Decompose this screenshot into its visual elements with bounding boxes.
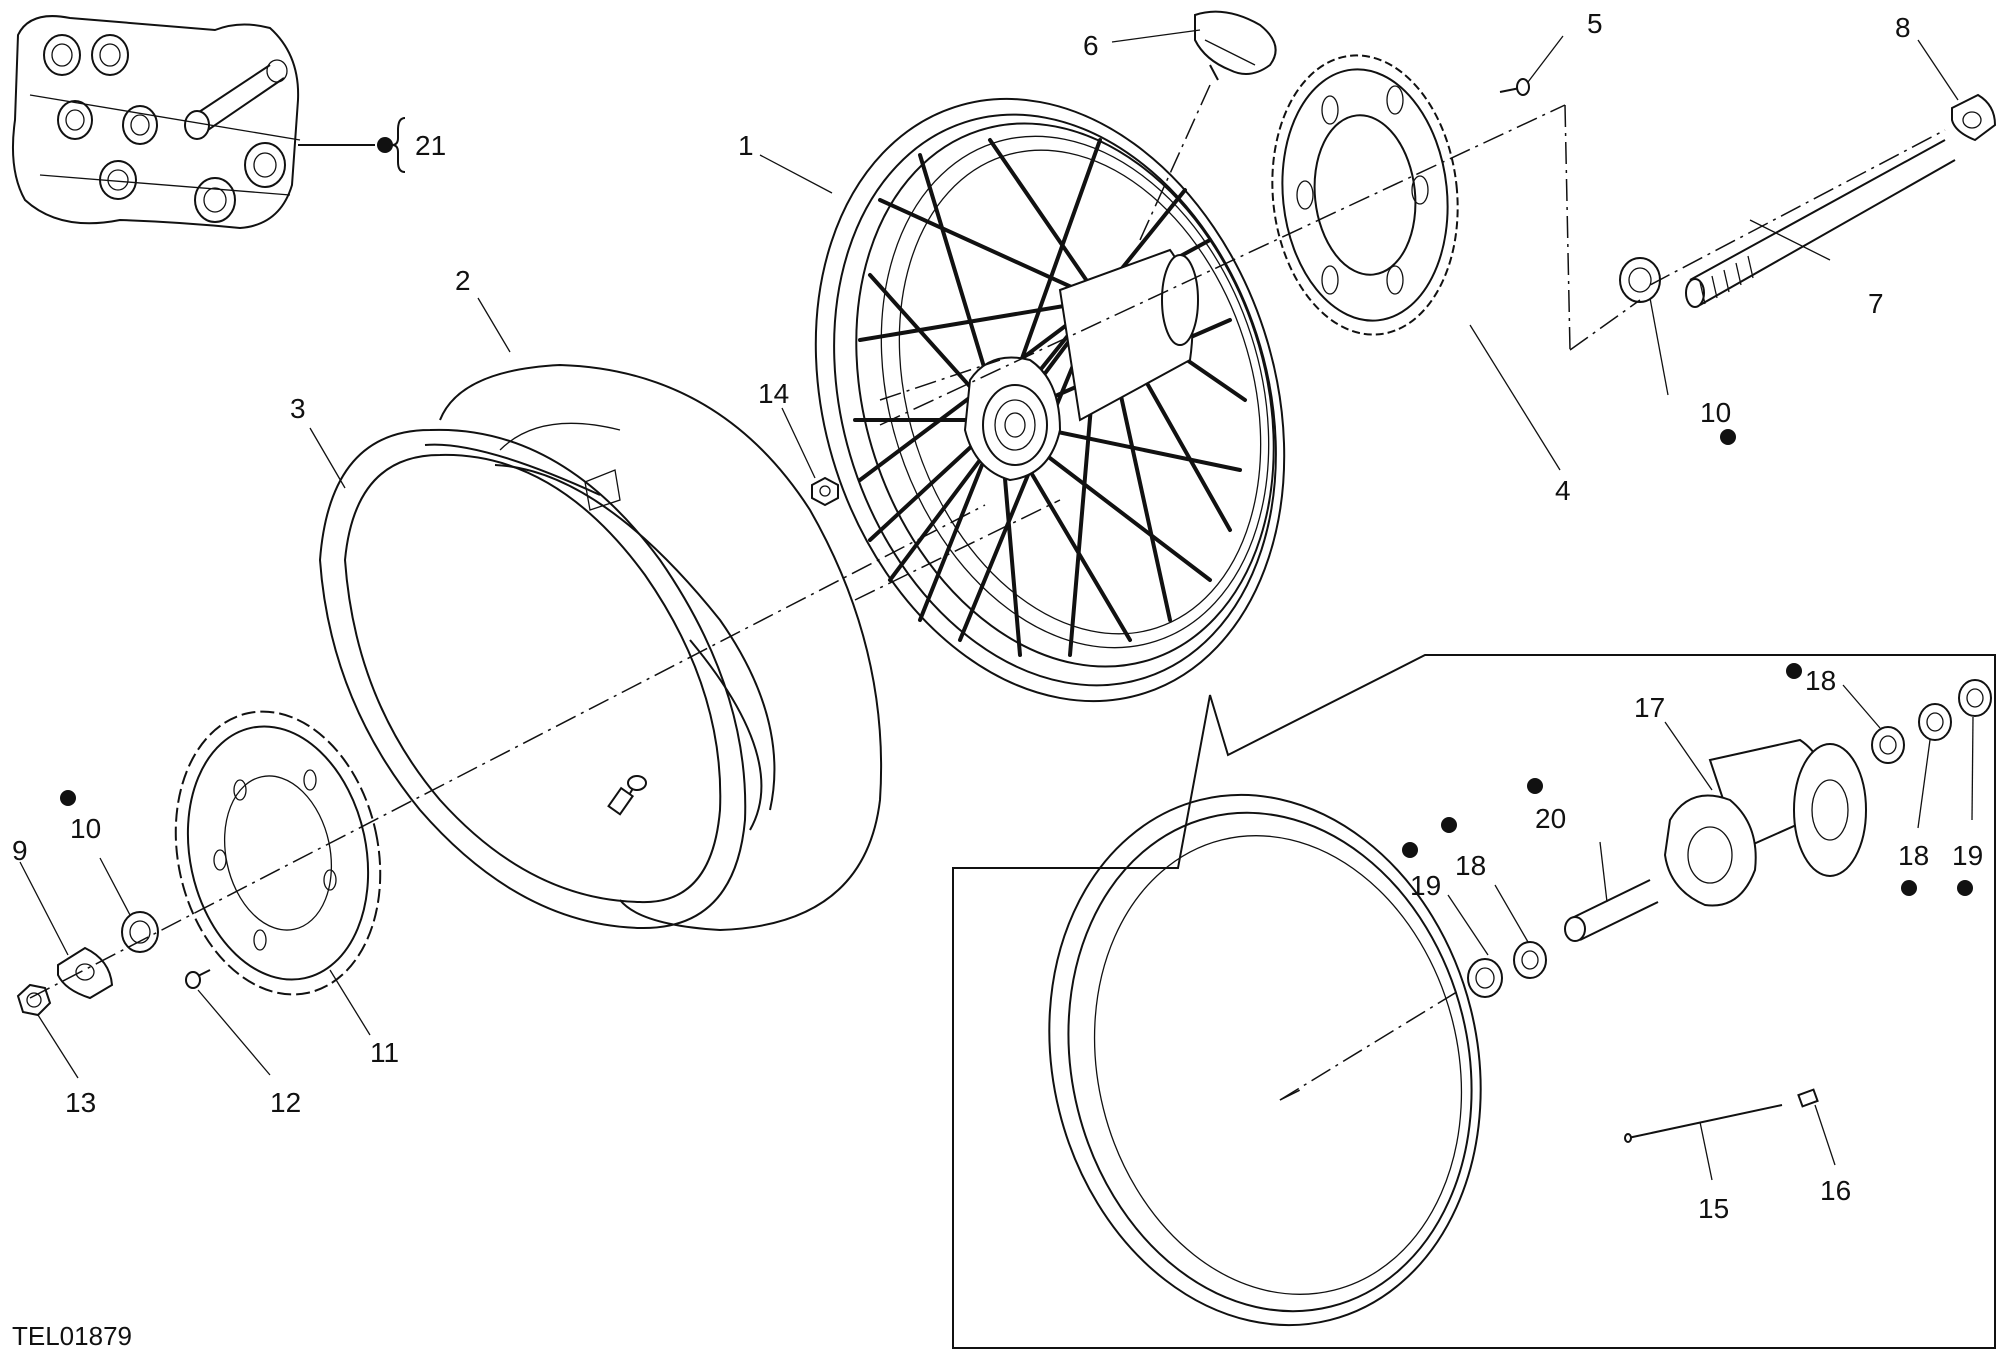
callout-13: 13	[65, 1087, 96, 1118]
hub-detail-inset	[952, 654, 1996, 1349]
inner-tube-valve	[607, 775, 647, 816]
rear-hub	[1663, 738, 1867, 907]
callout-2: 2	[455, 265, 471, 296]
callout-1: 1	[738, 130, 754, 161]
hub-bearing-icons	[1467, 679, 1992, 998]
callout-4: 4	[1555, 475, 1571, 506]
drawing-code: TEL01879	[12, 1321, 132, 1351]
wheel-hub	[963, 248, 1199, 482]
callout-7: 7	[1868, 288, 1884, 319]
callout-10-right: 10	[1700, 397, 1731, 428]
sprocket	[1271, 54, 1459, 336]
callout-11: 11	[370, 1037, 399, 1068]
wheel-axle	[1685, 139, 1956, 308]
callout-19-mid: 19	[1410, 870, 1441, 901]
callout-18-right: 18	[1898, 840, 1929, 871]
callout-16: 16	[1820, 1175, 1851, 1206]
spoke-icon	[1624, 1104, 1783, 1143]
leader-lines	[19, 29, 1974, 1181]
callout-14: 14	[758, 378, 789, 409]
bush-icon-left	[57, 946, 114, 1000]
callout-18-mid: 18	[1455, 850, 1486, 881]
callout-15: 15	[1698, 1193, 1729, 1224]
callout-21: 21	[415, 130, 446, 161]
note-dot	[377, 137, 393, 153]
assembly-axis-lines	[29, 84, 1946, 1101]
callout-8: 8	[1895, 12, 1911, 43]
spacer-icon-left	[121, 911, 159, 953]
hub-spacer-tube	[1564, 879, 1659, 942]
callout-5: 5	[1587, 8, 1603, 39]
disc-screw-icon	[185, 969, 211, 989]
callout-12: 12	[270, 1087, 301, 1118]
callout-20: 20	[1535, 803, 1566, 834]
valve-cap-icon	[1194, 10, 1277, 81]
callout-3: 3	[290, 393, 306, 424]
tyre	[439, 363, 883, 932]
bare-rim	[1048, 793, 1482, 1327]
callout-6: 6	[1083, 30, 1099, 61]
bearing-kit-panel	[11, 15, 406, 230]
rim-tape	[318, 428, 776, 930]
callout-17: 17	[1634, 692, 1665, 723]
callout-18-top: 18	[1805, 665, 1836, 696]
bush-icon	[1951, 93, 1997, 142]
callout-19-right: 19	[1952, 840, 1983, 871]
brake-disc	[174, 710, 382, 996]
callout-labels: 1 2 3 4 5 6 7 8 9 10 10 11 12 13 14 15 1…	[12, 8, 1983, 1224]
note-dots	[60, 429, 1973, 896]
spacer-sleeve-icon	[184, 59, 288, 140]
nipple-icon	[1797, 1088, 1819, 1108]
bearing-icon	[43, 34, 286, 223]
callout-9: 9	[12, 835, 28, 866]
spoked-wheel	[814, 97, 1286, 703]
callout-10-left: 10	[70, 813, 101, 844]
nut-icon	[811, 476, 839, 507]
spacer-icon	[1619, 257, 1661, 303]
screw-icon	[1499, 78, 1530, 96]
